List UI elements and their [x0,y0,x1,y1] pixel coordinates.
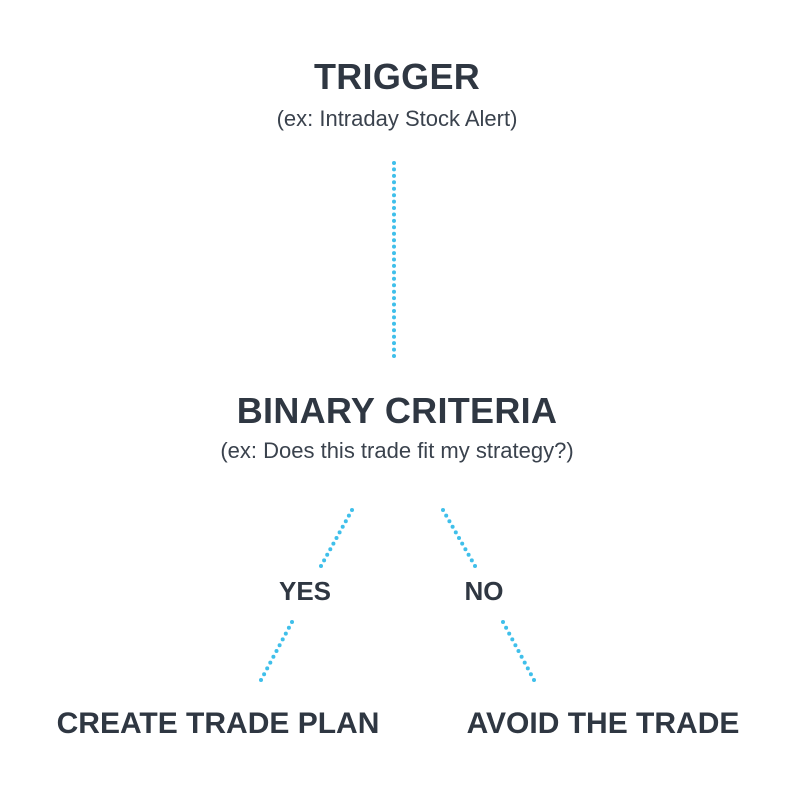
connector-dot [392,231,396,236]
connector-dot [392,263,396,268]
connector-dot [268,660,273,665]
connector-dot [337,530,342,535]
connector-dot [319,564,323,568]
connector-dot [392,186,396,191]
create-trade-plan-outcome: CREATE TRADE PLAN [56,707,380,740]
connector-dot [392,334,396,339]
connector-criteria-to-no-upper [441,508,477,568]
connector-dot [447,519,452,524]
connector-dot [504,625,509,630]
connector-dot [392,173,396,178]
trigger-title: TRIGGER [313,56,481,97]
connector-dot [392,257,396,262]
connector-dot [322,558,327,563]
connector-dot [392,347,396,352]
connector-dot [513,643,518,648]
connector-dot [290,620,294,624]
connector-dot [441,508,445,512]
connector-dot [392,244,396,249]
connector-trigger-to-criteria [392,161,396,358]
no-branch-label: NO [464,576,504,606]
connector-dot [392,276,396,281]
connector-dot [392,251,396,256]
connector-dot [525,666,530,671]
connector-dot [473,564,477,568]
connector-dot [392,328,396,333]
connector-dot [392,193,396,198]
connector-dot [460,541,465,546]
connector-dot [334,536,339,540]
connector-dot [450,524,455,529]
connector-dot [350,508,354,512]
connector-dot [392,206,396,210]
connector-dot [466,552,471,557]
connector-dot [463,547,468,552]
criteria-subtitle: (ex: Does this trade fit my strategy?) [220,438,574,463]
connector-dot [507,631,512,636]
connector-dot [510,637,515,642]
connector-dot [392,180,396,185]
connector-criteria-to-yes-upper [319,508,354,568]
connector-dot [392,212,396,217]
trigger-subtitle: (ex: Intraday Stock Alert) [276,106,518,131]
connector-dot [392,238,396,243]
connector-dot [392,218,396,223]
criteria-title: BINARY CRITERIA [236,390,558,431]
connector-dot [392,270,396,275]
connector-dot [392,321,396,326]
connector-dot [262,672,267,677]
connector-dot [271,654,276,659]
connector-dot [346,513,351,518]
connector-dot [340,524,345,529]
connector-dot [453,530,458,535]
connector-dot [392,315,396,320]
connector-dot [283,631,288,636]
connector-dot [280,637,285,642]
connector-dot [259,678,263,682]
connector-dot [532,678,536,682]
connector-dot [325,552,330,557]
connector-dot [392,283,396,288]
connector-dot [392,225,396,230]
connector-dot [286,625,291,630]
connector-dot [392,309,396,313]
connector-dot [528,672,533,677]
connector-no-to-avoid-trade [501,620,536,682]
connector-dot [519,654,524,659]
connector-dot [469,558,474,563]
connector-dot [457,536,461,540]
connector-yes-to-create-plan [259,620,294,682]
connector-dot [392,199,396,204]
connector-dot [444,513,449,518]
connector-dot [516,649,521,653]
connector-dot [392,302,396,307]
connector-dot [265,666,270,671]
connector-dot [392,341,396,346]
connector-dot [328,547,333,552]
connector-dot [392,296,396,301]
connector-dot [392,354,396,358]
connector-dot [392,289,396,294]
connector-dot [392,167,396,172]
connector-dot [331,541,336,546]
yes-branch-label: YES [278,576,332,606]
connector-dot [274,649,279,653]
connector-dot [343,519,348,524]
connector-dot [392,161,396,165]
connector-dot [277,643,282,648]
connector-dot [522,660,527,665]
avoid-trade-outcome: AVOID THE TRADE [466,707,740,740]
connector-dot [501,620,505,624]
